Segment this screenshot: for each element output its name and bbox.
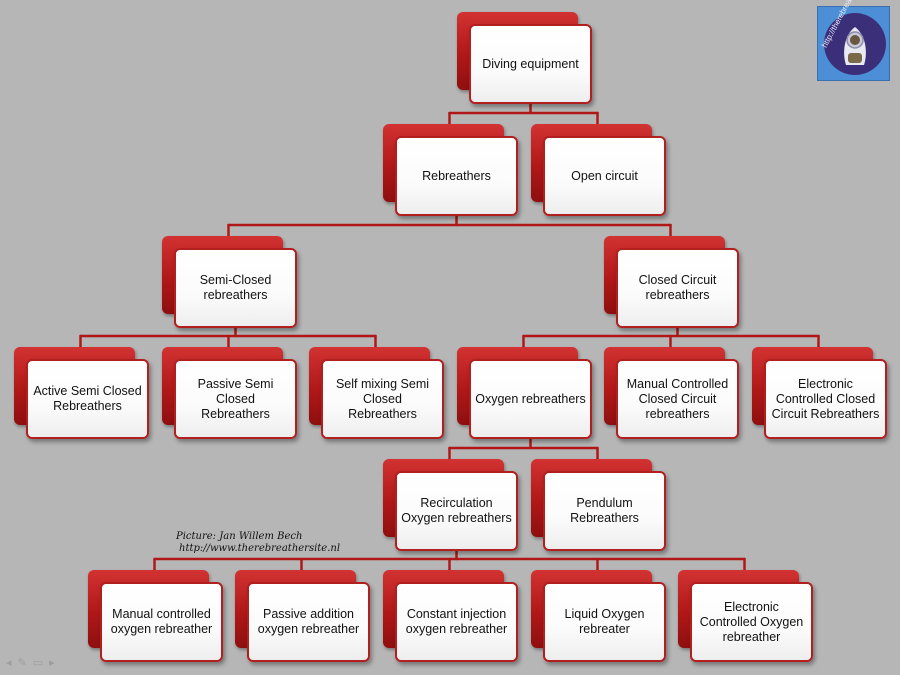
pen-icon[interactable]: ✎: [17, 657, 27, 669]
diver-emblem-icon: [824, 13, 886, 75]
node-label: Electronic Controlled Oxygen rebreather: [690, 582, 813, 662]
node-label: Pendulum Rebreathers: [543, 471, 666, 551]
node-label: Oxygen rebreathers: [469, 359, 592, 439]
node-closed: Closed Circuit rebreathers: [604, 236, 739, 328]
prev-icon[interactable]: ◂: [6, 657, 12, 669]
node-active: Active Semi Closed Rebreathers: [14, 347, 149, 439]
node-selfmix: Self mixing Semi Closed Rebreathers: [309, 347, 444, 439]
node-eccr: Electronic Controlled Closed Circuit Reb…: [752, 347, 887, 439]
node-label: Electronic Controlled Closed Circuit Reb…: [764, 359, 887, 439]
node-label: Active Semi Closed Rebreathers: [26, 359, 149, 439]
node-semi: Semi-Closed rebreathers: [162, 236, 297, 328]
node-label: Closed Circuit rebreathers: [616, 248, 739, 328]
rebreather-site-logo: http://therebreathersite.nl: [817, 0, 890, 81]
node-rebreathers: Rebreathers: [383, 124, 518, 216]
node-label: Self mixing Semi Closed Rebreathers: [321, 359, 444, 439]
node-label: Diving equipment: [469, 24, 592, 104]
node-label: Liquid Oxygen rebreater: [543, 582, 666, 662]
node-elecox: Electronic Controlled Oxygen rebreather: [678, 570, 813, 662]
node-constant: Constant injection oxygen rebreather: [383, 570, 518, 662]
slideshow-controls[interactable]: ◂ ✎ ▭ ▸: [6, 656, 55, 669]
node-oxygen: Oxygen rebreathers: [457, 347, 592, 439]
node-passiveadd: Passive addition oxygen rebreather: [235, 570, 370, 662]
node-label: Semi-Closed rebreathers: [174, 248, 297, 328]
node-label: Manual Controlled Closed Circuit rebreat…: [616, 359, 739, 439]
node-liquid: Liquid Oxygen rebreater: [531, 570, 666, 662]
node-label: Recirculation Oxygen rebreathers: [395, 471, 518, 551]
node-passive: Passive Semi Closed Rebreathers: [162, 347, 297, 439]
node-diving: Diving equipment: [457, 12, 592, 104]
node-label: Manual controlled oxygen rebreather: [100, 582, 223, 662]
node-label: Passive addition oxygen rebreather: [247, 582, 370, 662]
next-icon[interactable]: ▸: [49, 657, 55, 669]
credit-author: Picture: Jan Willem Bech: [176, 531, 303, 542]
node-open: Open circuit: [531, 124, 666, 216]
node-manualox: Manual controlled oxygen rebreather: [88, 570, 223, 662]
node-label: Passive Semi Closed Rebreathers: [174, 359, 297, 439]
node-label: Rebreathers: [395, 136, 518, 216]
picture-credit: Picture: Jan Willem Bech http://www.ther…: [176, 531, 340, 555]
node-pendulum: Pendulum Rebreathers: [531, 459, 666, 551]
node-label: Constant injection oxygen rebreather: [395, 582, 518, 662]
node-manualcc: Manual Controlled Closed Circuit rebreat…: [604, 347, 739, 439]
slides-icon[interactable]: ▭: [32, 657, 44, 669]
node-recirc: Recirculation Oxygen rebreathers: [383, 459, 518, 551]
credit-url: http://www.therebreathersite.nl: [179, 543, 341, 554]
node-label: Open circuit: [543, 136, 666, 216]
